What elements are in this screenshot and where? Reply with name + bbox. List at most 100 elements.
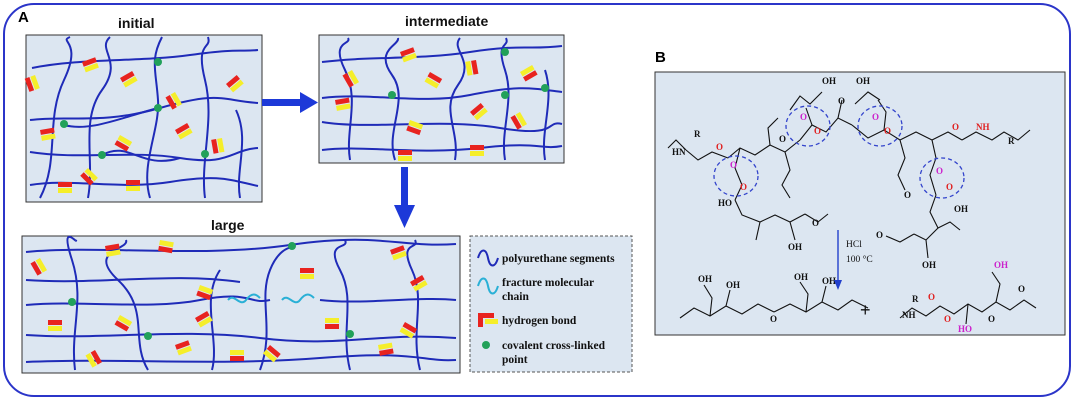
atom-label: O (876, 230, 883, 240)
hydrogen-bond-pair (399, 322, 418, 339)
atom-label: O (936, 166, 943, 176)
initial-hbonds (24, 57, 244, 193)
crosslink-point (501, 91, 509, 99)
hydrogen-bond-pair (126, 180, 140, 191)
atom-label: OH (822, 276, 836, 286)
highlight-ellipse (785, 105, 831, 147)
atom-label: OH (822, 76, 836, 86)
atom-label: O (944, 314, 951, 324)
hydrogen-bond-pair (114, 135, 133, 152)
crosslink-point (144, 332, 152, 340)
atom-label: HO (718, 198, 732, 208)
hydrogen-bond-pair (410, 275, 428, 292)
crosslink-point (388, 91, 396, 99)
hydrogen-bond-pair (470, 145, 484, 156)
temperature-label: 100 °C (846, 254, 873, 265)
crosslink-point (98, 151, 106, 159)
legend-polyurethane-icon (477, 249, 499, 267)
atom-label: OH (856, 76, 870, 86)
crosslink-point (154, 58, 162, 66)
hydrogen-bond-pair (105, 243, 121, 257)
hydrogen-bond-pair (196, 285, 214, 301)
atom-label: HN (672, 147, 686, 157)
hydrogen-bond-pair (465, 60, 479, 76)
initial-label: initial (118, 15, 155, 31)
legend-fracture-label-2: chain (502, 291, 529, 303)
reaction-panel: HN R O O O HO O O O OH OH O O O O NH R O… (654, 71, 1066, 336)
atom-label: O (779, 134, 786, 144)
hydrogen-bond-pair (114, 315, 133, 332)
atom-label: OH (726, 280, 740, 290)
hydrogen-bond-pair (335, 97, 351, 111)
large-label: large (211, 217, 245, 233)
atom-label: OH (994, 260, 1008, 270)
crosslink-point (201, 150, 209, 158)
atom-label: O (812, 218, 819, 228)
atom-label: O (814, 126, 821, 136)
fracture-chains (227, 293, 315, 304)
hydrogen-bond-pair (58, 182, 72, 193)
hydrogen-bond-pair (40, 127, 56, 141)
crosslink-point (541, 84, 549, 92)
intermediate-crosslinks (388, 48, 549, 99)
panel-a-label: A (18, 9, 29, 26)
intermediate-chains (321, 37, 563, 161)
legend: polyurethane segments fracture molecular… (469, 235, 633, 373)
hydrogen-bond-pair (158, 240, 174, 254)
atom-label: O (770, 314, 777, 324)
atom-label: O (838, 96, 845, 106)
hydrogen-bond-pair (300, 268, 314, 279)
hydrogen-bond-pair (85, 350, 102, 368)
highlight-ellipse (919, 157, 965, 199)
panel-b-label: B (655, 49, 666, 66)
hydrogen-bond-pair (470, 103, 488, 121)
atom-label: O (1018, 284, 1025, 294)
legend-crosslink-icon (482, 341, 490, 349)
atom-label: O (928, 292, 935, 302)
hydrogen-bond-pair (424, 72, 443, 89)
hydrogen-bond-pair (195, 311, 213, 328)
atom-label: O (740, 182, 747, 192)
hydrogen-bond-pair (406, 120, 424, 136)
legend-fracture-icon (477, 277, 499, 295)
initial-crosslinks (60, 58, 209, 159)
crosslink-point (60, 120, 68, 128)
large-crosslinks (68, 242, 354, 340)
hydrogen-bond-pair (175, 340, 192, 356)
fracture-chain (227, 293, 261, 304)
hydrogen-bond-pair (400, 47, 417, 63)
crosslink-point (68, 298, 76, 306)
hydrogen-bond-pair (378, 342, 394, 356)
large-hbonds (30, 240, 428, 368)
hydrogen-bond-pair (230, 350, 244, 361)
legend-crosslink-label-1: covalent cross-linked (502, 340, 606, 352)
atom-label: OH (698, 274, 712, 284)
atom-label: O (946, 182, 953, 192)
hydrogen-bond-pair (24, 75, 40, 92)
atom-label: R (1008, 136, 1015, 146)
intermediate-network-panel: intermediate (318, 13, 565, 164)
atom-label: O (988, 314, 995, 324)
initial-network-panel: initial (24, 15, 263, 203)
legend-crosslink-label-2: point (502, 354, 528, 366)
outer-frame (3, 3, 1071, 397)
crosslink-point (346, 330, 354, 338)
atom-label: O (730, 160, 737, 170)
atom-label: OH (922, 260, 936, 270)
crosslink-point (154, 104, 162, 112)
highlight-ellipses (713, 105, 965, 199)
legend-polyurethane-label: polyurethane segments (502, 253, 615, 265)
reaction-arrow (834, 230, 842, 290)
atom-label: O (872, 112, 879, 122)
arrow-initial-to-intermediate (262, 92, 318, 113)
large-network-panel: large (21, 217, 461, 374)
atom-label: O (800, 112, 807, 122)
atom-label: R (694, 129, 701, 139)
hydrogen-bond-pair (165, 92, 182, 110)
crosslink-point (288, 242, 296, 250)
crosslink-point (501, 48, 509, 56)
hydrogen-bond-pair (390, 245, 407, 261)
highlight-ellipse (857, 105, 903, 147)
hydrogen-bond-pair (520, 65, 538, 82)
